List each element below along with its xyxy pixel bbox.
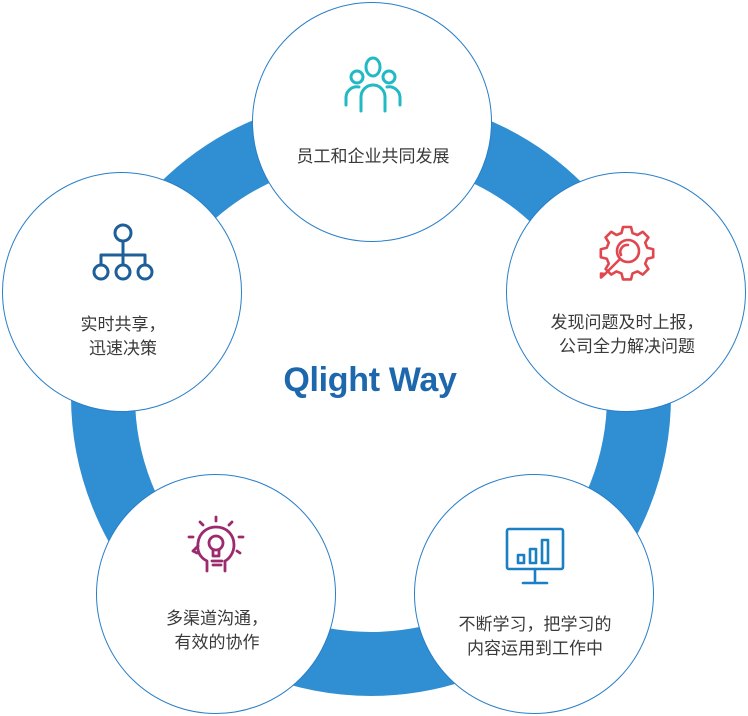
gear-search-icon	[599, 225, 655, 281]
node-report-problems: 发现问题及时上报， 公司全力解决问题	[506, 172, 746, 412]
monitor-chart-icon	[505, 527, 565, 585]
center-title: Qlight Way	[283, 361, 457, 399]
hierarchy-icon	[92, 223, 154, 281]
node-label: 员工和企业共同发展	[296, 147, 450, 167]
node-label: 发现问题及时上报， 公司全力解决问题	[550, 313, 704, 357]
node-label: 多渠道沟通， 有效的协作	[166, 609, 268, 653]
node-label: 实时共享， 迅速决策	[80, 315, 166, 359]
head-lightbulb-icon	[187, 515, 245, 573]
people-group-icon	[344, 56, 402, 113]
node-employee-development: 员工和企业共同发展	[252, 2, 492, 242]
node-label: 不断学习，把学习的 内容运用到工作中	[458, 615, 612, 659]
node-real-time-sharing: 实时共享， 迅速决策	[2, 172, 242, 412]
node-continuous-learning: 不断学习，把学习的 内容运用到工作中	[414, 474, 654, 714]
node-multichannel-communication: 多渠道沟通， 有效的协作	[96, 474, 336, 714]
